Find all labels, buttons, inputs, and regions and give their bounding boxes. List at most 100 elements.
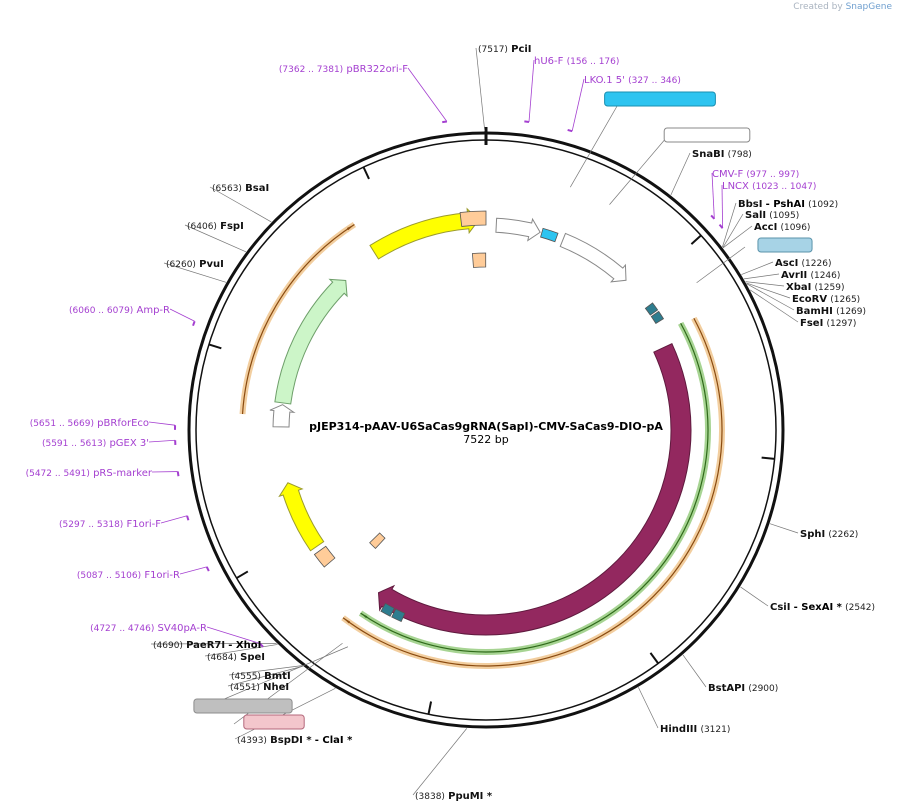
- enzyme-name: XbaI: [786, 282, 811, 293]
- box-leader: [609, 136, 668, 205]
- enzyme-site: SalI (1095): [745, 210, 799, 221]
- enzyme-site: (6563) BsaI: [212, 183, 269, 194]
- enzyme-name: SphI: [800, 529, 825, 540]
- enzyme-site: (4684) SpeI: [207, 652, 265, 663]
- enzyme-coordinate: (4684): [207, 653, 237, 663]
- enzyme-coordinate: (6406): [187, 222, 217, 232]
- enzyme-leader: [743, 273, 780, 280]
- enzyme-coordinate: (2542): [845, 603, 875, 613]
- primer-site: hU6-F (156 .. 176): [534, 56, 619, 67]
- enzyme-leader: [234, 687, 336, 740]
- enzyme-coordinate: (1096): [781, 223, 811, 233]
- feature-sacas9: [377, 342, 692, 636]
- enzyme-coordinate: (1092): [808, 200, 838, 210]
- feature-ampr: [274, 278, 348, 405]
- enzyme-site: CsiI - SexAI * (2542): [770, 602, 875, 613]
- features: [269, 207, 692, 636]
- primer-coordinate: (327 .. 346): [628, 76, 681, 86]
- enzyme-coordinate: (1226): [802, 259, 832, 269]
- primer-name: pGEX 3': [109, 438, 149, 449]
- primer-leader: [148, 439, 176, 443]
- primer-coordinate: (5651 .. 5669): [30, 419, 94, 429]
- primer-mark: [718, 223, 724, 229]
- box-leader: [569, 100, 621, 188]
- enzyme-leader: [163, 262, 227, 283]
- enzyme-name: PvuI: [199, 259, 224, 270]
- primer-leader: [148, 421, 176, 426]
- label-box: [243, 714, 305, 730]
- creator-prefix: Created by: [793, 2, 843, 12]
- enzyme-name-secondary: - XhoI: [228, 640, 261, 651]
- enzyme-name: AvrII: [781, 270, 807, 281]
- enzyme-site: (6406) FspI: [187, 221, 244, 232]
- enzyme-name: PciI: [511, 44, 531, 55]
- enzyme-site: (4551) NheI: [230, 682, 289, 693]
- primer-coordinate: (156 .. 176): [567, 57, 620, 67]
- enzyme-site: AccI (1096): [754, 222, 810, 233]
- enzyme-name-secondary: - PshAI: [766, 199, 805, 210]
- enzyme-coordinate: (798): [728, 150, 752, 160]
- enzyme-site: (3838) PpuMI *: [415, 791, 493, 802]
- primer-site: (4727 .. 4746) SV40pA-R: [90, 623, 207, 634]
- enzyme-name: BstAPI: [708, 683, 745, 694]
- enzyme-coordinate: (1246): [810, 271, 840, 281]
- enzyme-site: SphI (2262): [800, 529, 858, 540]
- primer-name: F1ori-R: [144, 570, 180, 581]
- enzyme-site: BstAPI (2900): [708, 683, 778, 694]
- primer-name: F1ori-F: [127, 519, 162, 530]
- enzyme-coordinate: (7517): [478, 45, 508, 55]
- gold-band-halo: [239, 222, 357, 415]
- label-box: [663, 127, 751, 143]
- primer-leader: [160, 515, 188, 524]
- enzyme-coordinate: (1269): [836, 307, 866, 317]
- enzyme-name: FspI: [220, 221, 244, 232]
- enzyme-leader: [722, 213, 744, 248]
- enzyme-coordinate: (1095): [769, 211, 799, 221]
- primer-name: pBR322ori-F: [346, 64, 408, 75]
- enzyme-site: EcoRV (1265): [792, 294, 860, 305]
- primer-site: (5651 .. 5669) pBRforEco: [30, 418, 149, 429]
- enzyme-leader: [741, 261, 774, 275]
- enzyme-leader: [769, 523, 799, 534]
- tick-mark: [761, 456, 775, 460]
- enzyme-site: (7517) PciI: [478, 44, 532, 55]
- enzyme-leader: [746, 283, 795, 311]
- enzyme-name: BspDI *: [270, 735, 312, 746]
- enzyme-name: AscI: [775, 258, 798, 269]
- enzyme-site: SnaBI (798): [692, 149, 752, 160]
- label-box: [193, 698, 293, 714]
- enzyme-coordinate: (3121): [700, 725, 730, 735]
- enzyme-site: AscI (1226): [775, 258, 831, 269]
- primer-coordinate: (1023 .. 1047): [752, 182, 816, 192]
- primer-name: pRS-marker: [93, 468, 153, 479]
- enzyme-leader: [722, 225, 753, 249]
- enzyme-name: HindIII: [660, 724, 697, 735]
- enzyme-coordinate: (3838): [415, 792, 445, 802]
- gold-band-head: [343, 617, 351, 624]
- feature-cmv-promoter: [559, 232, 627, 283]
- enzyme-leader: [740, 586, 769, 607]
- enzyme-coordinate: (4551): [230, 683, 260, 693]
- enzyme-leader: [150, 643, 277, 645]
- primer-name: pBRforEco: [97, 418, 149, 429]
- tick-mark: [236, 570, 249, 579]
- gold-band-line: [342, 317, 723, 667]
- enzyme-coordinate: (1297): [826, 319, 856, 329]
- enzyme-coordinate: (6563): [212, 184, 242, 194]
- label-box: [757, 237, 813, 253]
- label-box: [604, 91, 716, 107]
- primer-coordinate: (5087 .. 5106): [77, 571, 141, 581]
- enzyme-leader: [682, 654, 707, 688]
- enzyme-leader: [745, 281, 785, 287]
- enzyme-coordinate: (6260): [166, 260, 196, 270]
- green-band-line: [360, 322, 709, 653]
- primer-mark: [186, 515, 190, 521]
- primer-site: LKO.1 5' (327 .. 346): [584, 75, 681, 86]
- primer-leader: [571, 78, 585, 132]
- primer-name: CMV-F: [712, 169, 743, 180]
- enzyme-site: (6260) PvuI: [166, 259, 224, 270]
- primer-leader: [179, 566, 207, 575]
- primer-name: hU6-F: [534, 56, 564, 67]
- primer-coordinate: (4727 .. 4746): [90, 624, 154, 634]
